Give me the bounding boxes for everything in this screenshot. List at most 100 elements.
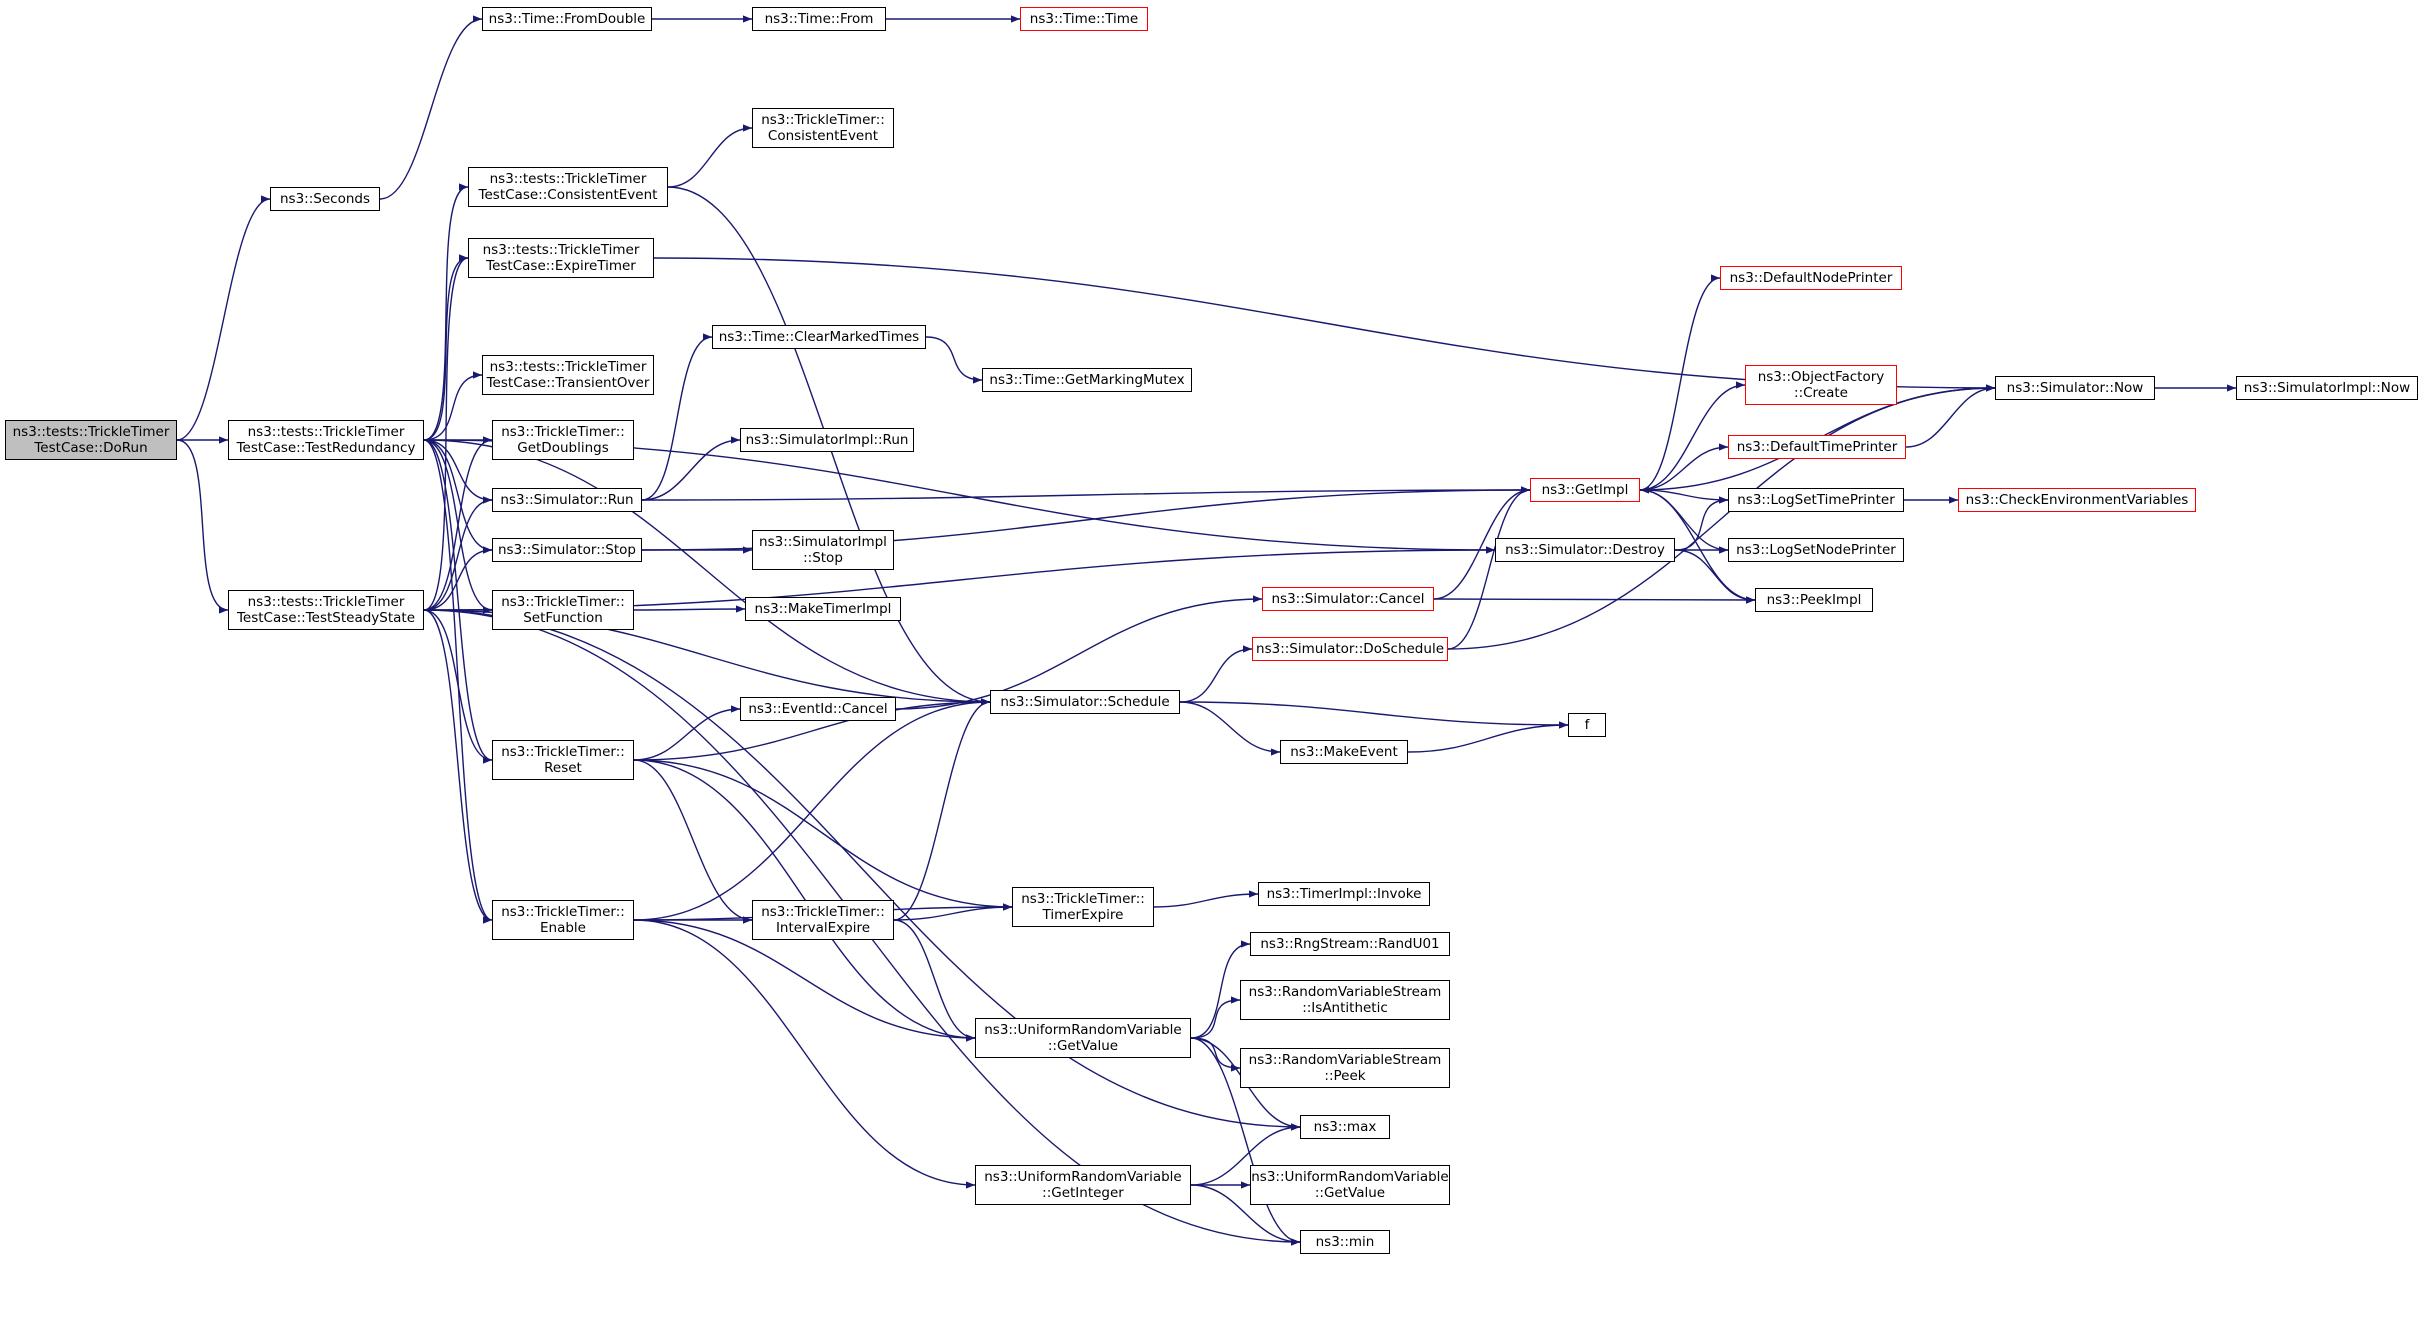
node-getimpl[interactable]: ns3::GetImpl (1530, 478, 1640, 502)
edge-tt-enable-to-urv-getvalue (633, 919, 976, 1042)
node-logsetnodeprinter[interactable]: ns3::LogSetNodePrinter (1728, 538, 1904, 562)
node-clearmarked[interactable]: ns3::Time::ClearMarkedTimes (712, 325, 926, 349)
node-label: ns3::Simulator::Stop (498, 542, 636, 558)
node-tt-timerexpire[interactable]: ns3::TrickleTimer::TimerExpire (1012, 887, 1154, 927)
node-tt-consistentevent[interactable]: ns3::TrickleTimer::ConsistentEvent (752, 108, 894, 148)
edge-sim-cancel-to-peekimpl (1433, 596, 1756, 604)
node-sim-now[interactable]: ns3::Simulator::Now (1995, 376, 2155, 400)
edge-setfunction-to-maketimerimpl (633, 605, 746, 613)
node-label: ns3::RandomVariableStream (1248, 984, 1442, 1000)
node-sim-run[interactable]: ns3::Simulator::Run (492, 488, 642, 512)
node-label: ns3::min (1315, 1234, 1375, 1250)
node-label: ns3::PeekImpl (1766, 592, 1862, 608)
node-label: ns3::TrickleTimer:: (501, 594, 625, 610)
node-label: ns3::Time::FromDouble (488, 11, 646, 27)
node-simimpl-now[interactable]: ns3::SimulatorImpl::Now (2236, 376, 2418, 400)
node-label: GetDoublings (517, 440, 609, 456)
edge-sim-schedule-to-makeevent (1179, 701, 1281, 756)
node-label: ns3::tests::TrickleTimer (12, 424, 170, 440)
node-sim-doschedule[interactable]: ns3::Simulator::DoSchedule (1252, 637, 1448, 661)
node-label: ::IsAntithetic (1302, 1000, 1388, 1016)
edge-urv-getvalue-to-min (1190, 1037, 1301, 1246)
node-getdoublings[interactable]: ns3::TrickleTimer::GetDoublings (492, 420, 634, 460)
node-sim-cancel[interactable]: ns3::Simulator::Cancel (1262, 587, 1434, 611)
node-label: TestCase::TestRedundancy (236, 440, 416, 456)
node-seconds[interactable]: ns3::Seconds (270, 187, 380, 211)
node-label: ns3::TrickleTimer:: (501, 424, 625, 440)
edge-dorun-to-teststeadystate (176, 439, 229, 614)
edge-tt-reset-to-sim-schedule (633, 698, 991, 761)
node-checkenv[interactable]: ns3::CheckEnvironmentVariables (1958, 488, 2196, 512)
node-tt-intervalexpire[interactable]: ns3::TrickleTimer::IntervalExpire (752, 900, 894, 940)
node-tt-enable[interactable]: ns3::TrickleTimer::Enable (492, 900, 634, 940)
edge-tt-enable-to-urv-getinteger (633, 919, 976, 1189)
node-label: Enable (540, 920, 586, 936)
edge-tt-intervalexpire-to-urv-getvalue (893, 919, 976, 1042)
node-makeevent[interactable]: ns3::MakeEvent (1280, 740, 1408, 764)
edge-tt-intervalexpire-to-tt-timerexpire (893, 903, 1013, 921)
node-label: ns3::tests::TrickleTimer (247, 424, 405, 440)
node-label: ns3::Time::From (764, 11, 874, 27)
node-label: ::GetInteger (1042, 1185, 1124, 1201)
node-maketimerimpl[interactable]: ns3::MakeTimerImpl (745, 597, 901, 621)
node-from[interactable]: ns3::Time::From (752, 7, 886, 31)
node-simimpl-run[interactable]: ns3::SimulatorImpl::Run (740, 428, 914, 452)
edge-teststeadystate-to-max (423, 609, 1301, 1131)
node-label: TestCase::TestSteadyState (236, 610, 416, 626)
node-timerimpl-invoke[interactable]: ns3::TimerImpl::Invoke (1258, 882, 1430, 906)
node-sim-schedule[interactable]: ns3::Simulator::Schedule (990, 690, 1180, 714)
node-defaultnodeprinter[interactable]: ns3::DefaultNodePrinter (1720, 266, 1902, 290)
edge-sim-schedule-to-sim-doschedule (1179, 645, 1253, 703)
node-eventid-cancel[interactable]: ns3::EventId::Cancel (740, 697, 896, 721)
node-label: ns3::TrickleTimer:: (501, 904, 625, 920)
node-f[interactable]: f (1568, 713, 1606, 737)
node-rvs-isantithetic[interactable]: ns3::RandomVariableStream::IsAntithetic (1240, 980, 1450, 1020)
node-label: ns3::tests::TrickleTimer (489, 359, 647, 375)
node-rng-randu01[interactable]: ns3::RngStream::RandU01 (1250, 932, 1450, 956)
node-label: TestCase::ExpireTimer (486, 258, 636, 274)
node-objectfactory-create[interactable]: ns3::ObjectFactory::Create (1745, 365, 1897, 405)
node-defaulttimeprinter[interactable]: ns3::DefaultTimePrinter (1728, 435, 1906, 459)
node-simimpl-stop[interactable]: ns3::SimulatorImpl::Stop (752, 530, 894, 570)
node-min[interactable]: ns3::min (1300, 1230, 1390, 1254)
node-label: TimerExpire (1042, 907, 1124, 923)
node-label: ns3::MakeTimerImpl (754, 601, 892, 617)
node-label: TestCase::TransientOver (486, 375, 650, 391)
edge-urv-getvalue-to-rvs-isantithetic (1190, 996, 1241, 1039)
node-sim-stop[interactable]: ns3::Simulator::Stop (492, 538, 642, 562)
node-urv-getinteger[interactable]: ns3::UniformRandomVariable::GetInteger (975, 1165, 1191, 1205)
node-peekimpl[interactable]: ns3::PeekImpl (1755, 588, 1873, 612)
edge-sim-doschedule-to-getimpl (1447, 486, 1531, 650)
node-markingmutex[interactable]: ns3::Time::GetMarkingMutex (982, 368, 1192, 392)
node-rvs-peek[interactable]: ns3::RandomVariableStream::Peek (1240, 1048, 1450, 1088)
node-max[interactable]: ns3::max (1300, 1115, 1390, 1139)
node-tt-reset[interactable]: ns3::TrickleTimer::Reset (492, 740, 634, 780)
node-label: ns3::MakeEvent (1290, 744, 1398, 760)
edge-urv-getinteger-to-max (1190, 1123, 1301, 1186)
node-label: ns3::LogSetNodePrinter (1736, 542, 1896, 558)
node-sim-destroy[interactable]: ns3::Simulator::Destroy (1495, 538, 1675, 562)
edge-clearmarked-to-markingmutex (925, 336, 983, 384)
node-label: ns3::SimulatorImpl::Now (2243, 380, 2411, 396)
edge-getimpl-to-objectfactory-create (1639, 381, 1746, 491)
node-logsettimeprinter[interactable]: ns3::LogSetTimePrinter (1728, 488, 1904, 512)
edge-tt-enable-to-sim-schedule (633, 698, 991, 921)
node-setfunction[interactable]: ns3::TrickleTimer::SetFunction (492, 590, 634, 630)
node-label: ns3::TrickleTimer:: (761, 112, 885, 128)
node-time[interactable]: ns3::Time::Time (1020, 7, 1148, 31)
edge-defaulttimeprinter-to-sim-now (1905, 384, 1996, 448)
node-urv-getvalue2[interactable]: ns3::UniformRandomVariable::GetValue (1250, 1165, 1450, 1205)
node-label: ns3::Time::Time (1029, 11, 1139, 27)
node-urv-getvalue[interactable]: ns3::UniformRandomVariable::GetValue (975, 1018, 1191, 1058)
node-fromdouble[interactable]: ns3::Time::FromDouble (482, 7, 652, 31)
edge-testredundancy-to-tt-enable (423, 439, 493, 924)
edge-consistentevent-tc-to-tt-consistentevent (667, 124, 753, 188)
